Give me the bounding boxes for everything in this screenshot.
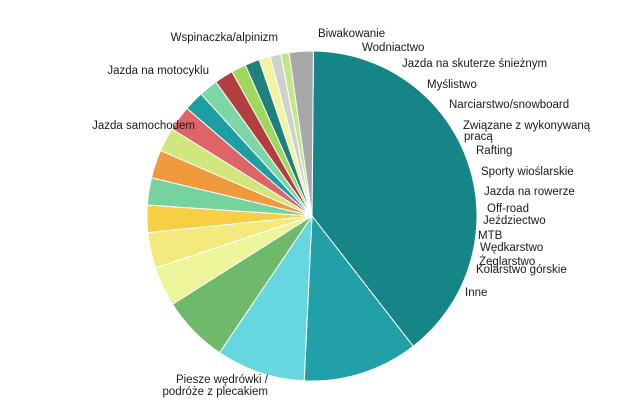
slice-label-1-line2: podróże z plecakiem [163, 386, 268, 398]
pie-slice-20 [288, 50, 314, 217]
slice-label-18: Żeglarstwo [479, 255, 535, 268]
slice-label-5: Biwakowanie [318, 28, 385, 40]
slice-label-1: Piesze wędrówki / [176, 374, 269, 386]
slice-label-4: Wspinaczka/alpinizm [171, 32, 278, 44]
slice-label-8: Myślistwo [427, 79, 477, 91]
slice-label-14: Off-road [487, 203, 529, 215]
pie-slice-3 [218, 214, 313, 382]
slice-label-9: Narciarstwo/snowboard [449, 99, 569, 111]
slice-label-3: Jazda na motocyklu [107, 65, 209, 77]
slice-label-12: Sporty wioślarskie [481, 166, 574, 178]
slice-label-15: Jeździectwo [483, 215, 546, 227]
slice-label-20: Inne [465, 287, 487, 299]
slice-label-10-line2: pracą [464, 131, 493, 143]
pie-slice-1 [311, 50, 478, 347]
slice-label-16: MTB [478, 230, 503, 242]
slice-label-19: Kolarstwo górskie [476, 264, 567, 276]
pie-slice-2 [303, 214, 414, 382]
slice-label-11: Rafting [476, 145, 512, 157]
slice-label-2: Jazda samochodem [92, 120, 195, 132]
slice-label-10: Związane z wykonywaną [463, 120, 591, 132]
slice-label-6: Wodniactwo [362, 42, 424, 54]
slice-label-17: Wędkarstwo [480, 242, 543, 254]
slice-label-7: Jazda na skuterze śnieżnym [402, 58, 547, 70]
slice-label-13: Jazda na rowerze [484, 186, 575, 198]
